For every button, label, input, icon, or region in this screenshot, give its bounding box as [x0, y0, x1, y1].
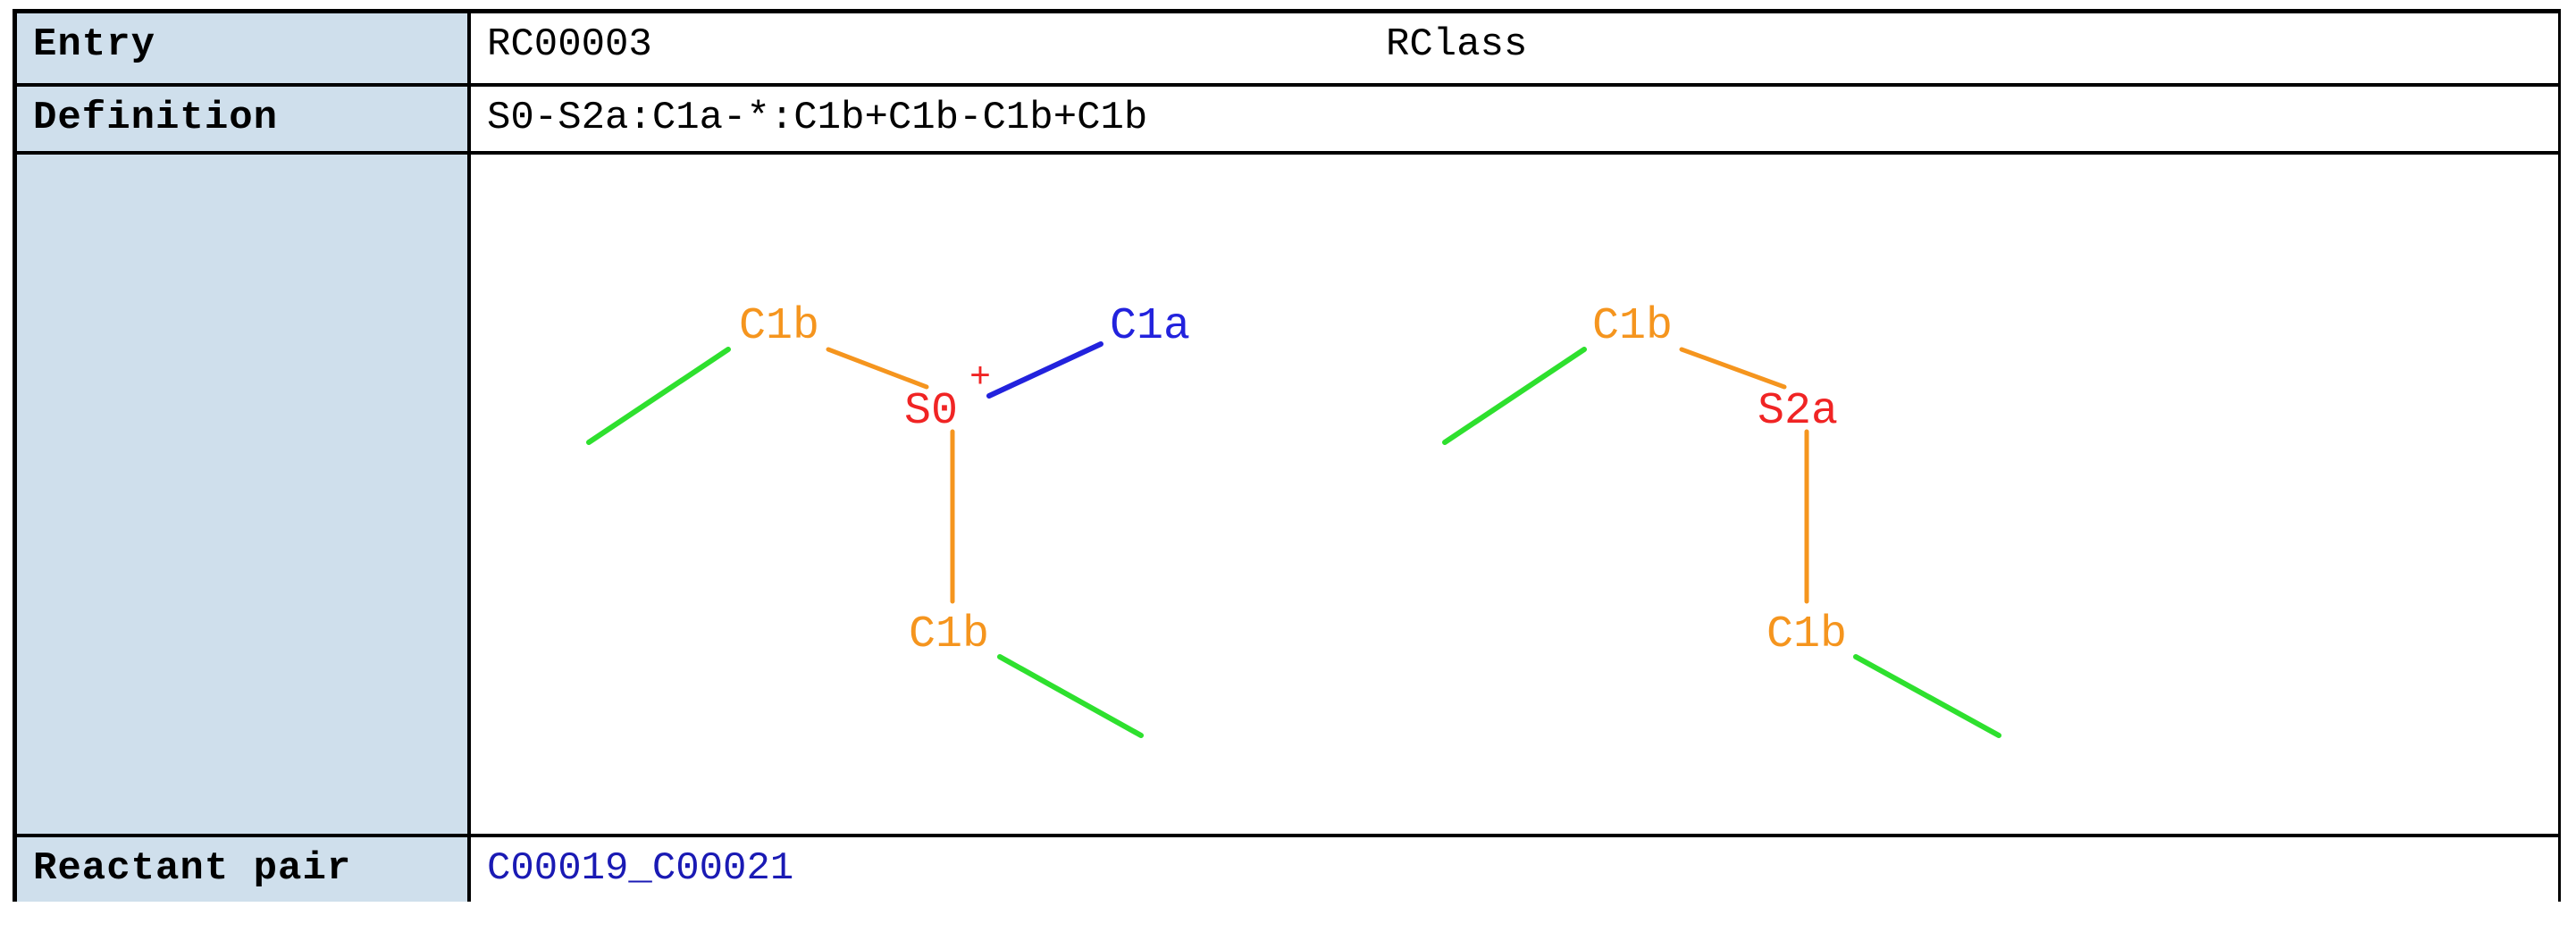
row-label-entry: Entry	[14, 11, 471, 87]
atom-label-s0: S0	[904, 386, 958, 437]
bond-orange	[826, 347, 929, 390]
entry-id: RC00003	[487, 22, 652, 67]
atom-label-c1b: C1b	[909, 609, 989, 660]
bond-green	[997, 653, 1144, 738]
atom-label-s2a: S2a	[1758, 386, 1838, 437]
bond-green	[1442, 346, 1587, 445]
row-label-definition: Definition	[14, 85, 471, 155]
bond-green	[1853, 653, 2001, 738]
atom-label-c1a: C1a	[1110, 301, 1190, 352]
table-row-reactant-pair: Reactant pair C00019_C00021	[14, 835, 2560, 902]
entry-line: RC00003 RClass	[487, 22, 2558, 74]
bond-orange	[1679, 347, 1787, 390]
reactant-pair-link[interactable]: C00019_C00021	[487, 845, 794, 891]
rclass-detail-table: Entry RC00003 RClass Definition S0-S2a:C…	[13, 9, 2561, 902]
row-value-definition: S0-S2a:C1a-*:C1b+C1b-C1b+C1b	[469, 85, 2560, 155]
charge-plus-icon: +	[969, 358, 991, 399]
atom-label-c1b: C1b	[739, 301, 819, 352]
bond-green	[586, 346, 731, 445]
atom-label-c1b: C1b	[1766, 609, 1847, 660]
entry-type: RClass	[1386, 22, 1528, 67]
bond-blue	[986, 340, 1103, 399]
bonds-layer	[586, 340, 2001, 738]
row-label-reactant-pair: Reactant pair	[14, 835, 471, 902]
table-row-entry: Entry RC00003 RClass	[14, 11, 2560, 87]
atom-label-c1b: C1b	[1592, 301, 1673, 352]
row-label-structure	[14, 152, 471, 837]
table-row-definition: Definition S0-S2a:C1a-*:C1b+C1b-C1b+C1b	[14, 85, 2560, 155]
row-value-entry: RC00003 RClass	[469, 11, 2560, 87]
row-value-reactant-pair: C00019_C00021	[469, 835, 2560, 902]
